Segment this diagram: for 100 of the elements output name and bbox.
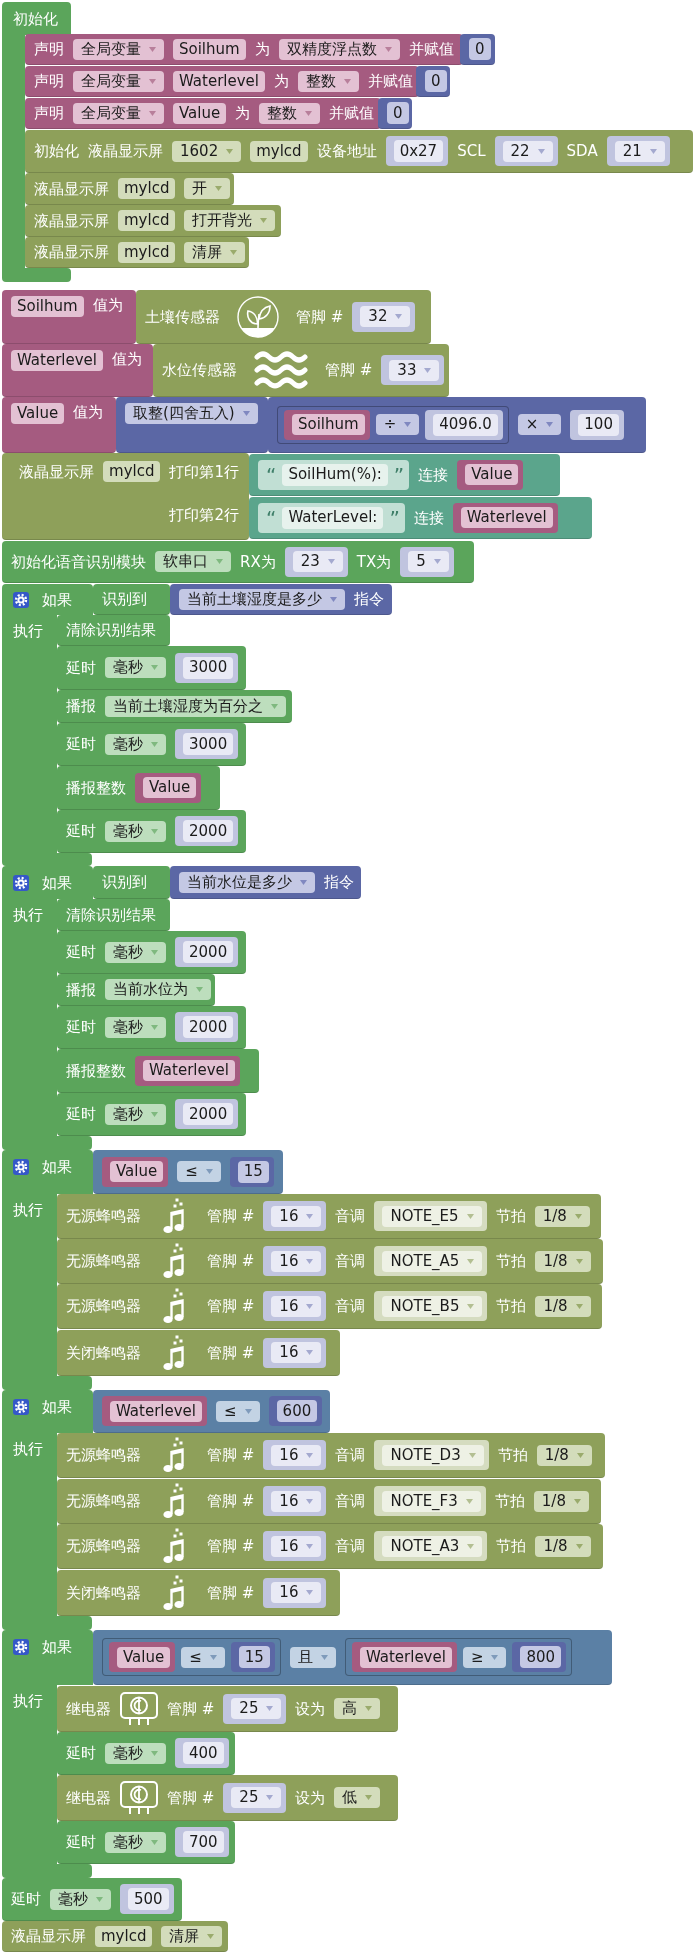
- dropdown-menu: 且: [289, 1646, 336, 1668]
- number-input-field: 3000: [183, 733, 234, 755]
- relay-block: [57, 1775, 398, 1821]
- block-label: 无源蜂鸣器: [66, 1446, 141, 1464]
- block-label: 连接: [413, 508, 444, 527]
- block-label: 关闭蜂鸣器: [66, 1583, 141, 1602]
- name-chip: Waterlevel: [460, 507, 553, 528]
- block-label: 液晶显示屏: [34, 179, 109, 198]
- block-label: 继电器: [66, 1699, 111, 1718]
- block-label: 播报: [66, 980, 96, 999]
- name-chip: mylcd: [103, 461, 161, 482]
- block-label: 管脚 #: [207, 1252, 255, 1270]
- declare-variable-block: [25, 66, 419, 97]
- dropdown-menu: NOTE_D3: [382, 1444, 484, 1466]
- name-chip: Value: [11, 403, 65, 424]
- recognize-block: [93, 584, 170, 615]
- name-chip: mylcd: [118, 178, 176, 199]
- block-label: 声明: [34, 40, 64, 58]
- dropdown-menu: 当前土壤湿度是多少: [179, 588, 345, 610]
- pin-block: [263, 1291, 327, 1321]
- block-label: 液晶显示屏: [19, 462, 94, 481]
- dropdown-menu: NOTE_E5: [382, 1205, 482, 1227]
- block-label: 打印第1行: [169, 462, 239, 481]
- dropdown-menu: 22: [502, 140, 553, 162]
- name-chip: Soilhum: [292, 414, 365, 435]
- lcd-init-block: [25, 130, 693, 173]
- speak-number-block: [57, 1049, 259, 1093]
- block-label: 土壤传感器: [145, 307, 220, 326]
- dropdown-menu: ÷: [375, 414, 420, 435]
- variable-block: [452, 502, 558, 533]
- block-label: 执行: [13, 1201, 43, 1219]
- block-label: 音调: [335, 1492, 366, 1510]
- dropdown-menu: 16: [271, 1444, 322, 1466]
- compare-block: [93, 1390, 330, 1433]
- block-label: 设为: [295, 1699, 326, 1718]
- number-block: [175, 816, 239, 846]
- dropdown-menu: 毫秒: [105, 733, 166, 755]
- block-label: 节拍: [497, 1446, 528, 1464]
- number-block: [268, 1396, 323, 1426]
- block-label: 并赋值: [368, 72, 413, 90]
- pin-block: [263, 1246, 327, 1276]
- dropdown-menu: 全局变量: [73, 102, 164, 124]
- quote-mark: “: [266, 507, 277, 528]
- lcd-command-block: [2, 1921, 228, 1952]
- note-block: [374, 1531, 488, 1561]
- number-input-field: 3000: [183, 656, 234, 679]
- block-label: 声明: [34, 104, 64, 122]
- name-chip: Value: [110, 1161, 164, 1182]
- block-label: 无源蜂鸣器: [66, 1207, 141, 1225]
- pin-block: [263, 1531, 327, 1561]
- variable-block: [284, 409, 370, 440]
- pin-block: [494, 136, 558, 166]
- dropdown-menu: 25: [231, 1698, 282, 1719]
- dropdown-menu: 整数: [298, 70, 359, 92]
- number-block: [175, 1012, 239, 1042]
- block-label: SCL: [457, 142, 486, 160]
- buzzer-block: [57, 1194, 601, 1239]
- variable-block: [351, 1642, 457, 1672]
- block-label: SDA: [566, 142, 598, 160]
- dropdown-menu: 当前水位为: [105, 979, 211, 1000]
- variable-block: [135, 772, 202, 803]
- dropdown-menu: NOTE_A5: [382, 1250, 483, 1272]
- block-label: 无源蜂鸣器: [66, 1537, 141, 1555]
- variable-block: [109, 1642, 176, 1672]
- block-label: 播报整数: [66, 1061, 126, 1080]
- number-block: [175, 1738, 229, 1768]
- block-label: 管脚 #: [207, 1343, 255, 1362]
- number-block: [120, 1884, 174, 1914]
- compare-block: [102, 1638, 281, 1676]
- block-label: 设为: [295, 1788, 326, 1807]
- block-label: 节拍: [494, 1492, 525, 1510]
- number-block: [460, 34, 495, 65]
- block-label: 并赋值: [329, 104, 375, 122]
- sensor-block: [136, 290, 431, 344]
- block-label: 指令: [354, 590, 384, 608]
- delay-block: [57, 646, 246, 690]
- quote-mark: ”: [389, 507, 400, 528]
- dropdown-menu: 25: [231, 1787, 282, 1808]
- dropdown-menu: 1/8: [535, 1250, 591, 1272]
- command-block: [170, 866, 361, 899]
- block-label: 延时: [66, 822, 96, 840]
- text-input-field: SoilHum(%):: [282, 463, 388, 486]
- pin-block: [352, 301, 416, 332]
- dropdown-menu: 毫秒: [105, 1742, 166, 1764]
- pin-block: [400, 546, 454, 577]
- dropdown-menu: 双精度浮点数: [278, 38, 400, 60]
- block-label: 无源蜂鸣器: [66, 1297, 141, 1315]
- block-label: 管脚 #: [207, 1583, 255, 1602]
- block-label: 无源蜂鸣器: [66, 1492, 141, 1510]
- number-input-field: 2000: [183, 820, 234, 842]
- dropdown-menu: 16: [271, 1582, 322, 1603]
- clear-result-block: [57, 899, 170, 931]
- block-label: 值为: [73, 403, 104, 421]
- block-label: 识别到: [102, 873, 147, 891]
- number-block: [378, 98, 412, 129]
- block-label: 清除识别结果: [66, 905, 156, 924]
- name-chip: Soilhum: [173, 38, 246, 60]
- text-block: [258, 502, 405, 533]
- number-input-field: 400: [183, 1742, 224, 1764]
- speak-number-block: [57, 766, 220, 810]
